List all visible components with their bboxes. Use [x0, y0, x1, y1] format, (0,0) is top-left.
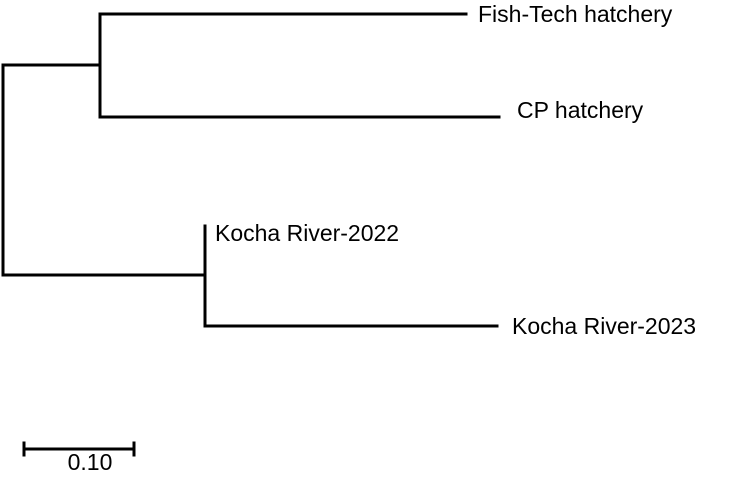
taxon-label-fish-tech: Fish-Tech hatchery — [478, 1, 673, 27]
taxon-label-cp: CP hatchery — [517, 97, 644, 123]
scale-bar-label: 0.10 — [68, 449, 113, 475]
taxon-label-kocha-2023: Kocha River-2023 — [512, 313, 696, 339]
scale-bar: 0.10 — [22, 441, 136, 475]
taxon-label-kocha-2022: Kocha River-2022 — [215, 220, 399, 246]
